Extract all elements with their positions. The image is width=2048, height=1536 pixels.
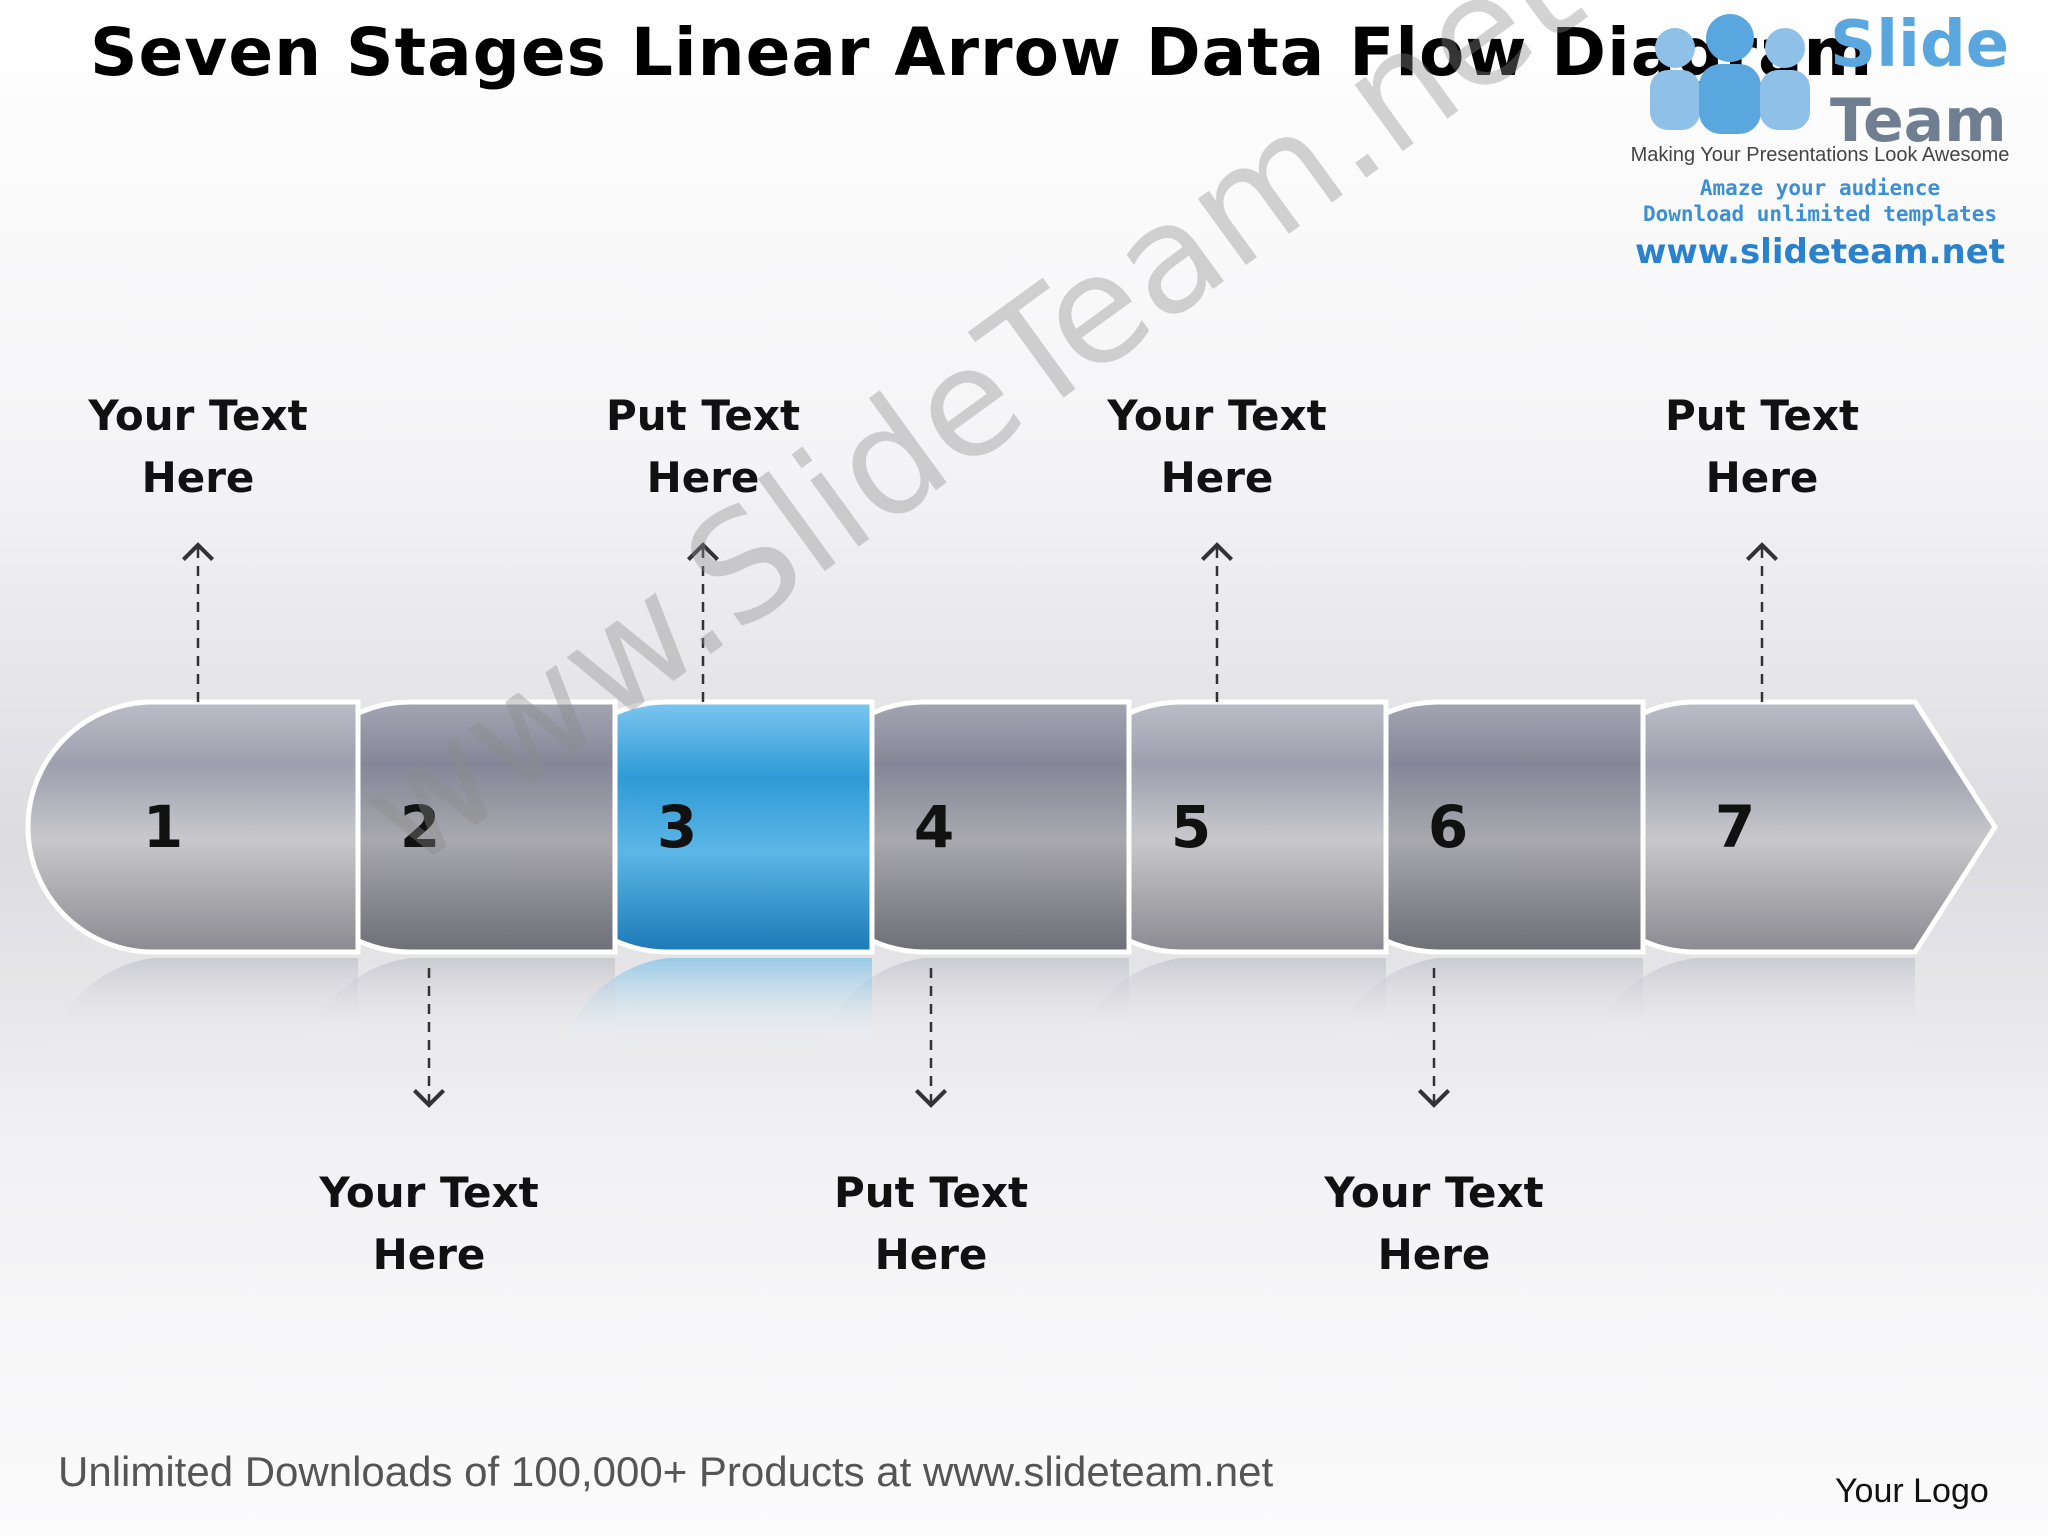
stage-label-line: Here <box>1705 453 1819 502</box>
stage-label-line: Your Text <box>1107 391 1327 440</box>
logo-word-team: Team <box>1830 86 2007 156</box>
people-icon <box>1650 14 1810 134</box>
stage-label-line: Here <box>646 453 760 502</box>
stage-number-7: 7 <box>1715 793 1755 861</box>
stage-reflection-3 <box>562 958 872 1052</box>
stage-number-4: 4 <box>914 793 954 861</box>
stage-segment-1 <box>25 699 361 955</box>
logo-tagline: Making Your Presentations Look Awesome <box>1630 144 2010 166</box>
stage-label-line: Put Text <box>605 391 801 440</box>
stage-label-line: Here <box>1377 1230 1491 1279</box>
stage-label-line: Here <box>1160 453 1274 502</box>
stage-number-3: 3 <box>657 793 697 861</box>
logo-word-slide: Slide <box>1830 8 2010 82</box>
logo-promo-line: Amaze your audience <box>1699 176 1941 200</box>
stage-number-2: 2 <box>400 793 440 861</box>
stage-label-line: Here <box>372 1230 486 1279</box>
slideteam-logo: Slide Team Making Your Presentations Loo… <box>1615 8 2025 272</box>
logo-promo-line: Download unlimited templates <box>1642 202 1997 226</box>
stage-label-line: Here <box>141 453 255 502</box>
logo-url: www.slideteam.net <box>1634 232 2006 272</box>
stage-reflection-7 <box>1590 958 1915 1052</box>
stage-number-1: 1 <box>143 793 183 861</box>
footer-text: Unlimited Downloads of 100,000+ Products… <box>58 1448 1274 1495</box>
stage-label-line: Your Text <box>1324 1168 1544 1217</box>
stage-label-line: Your Text <box>88 391 308 440</box>
stage-number-5: 5 <box>1171 793 1211 861</box>
stage-reflection-5 <box>1076 958 1386 1052</box>
stage-label-line: Here <box>874 1230 988 1279</box>
stage-reflection-4 <box>819 958 1129 1052</box>
stage-reflection-6 <box>1333 958 1643 1052</box>
your-logo-placeholder: Your Logo <box>1835 1472 1989 1510</box>
stage-reflection-2 <box>305 958 615 1052</box>
stage-label-line: Put Text <box>1664 391 1860 440</box>
stage-reflection-1 <box>48 958 358 1052</box>
page-title: Seven Stages Linear Arrow Data Flow Diag… <box>90 14 1874 91</box>
stage-label-line: Your Text <box>319 1168 539 1217</box>
stage-label-line: Put Text <box>833 1168 1029 1217</box>
stage-number-6: 6 <box>1428 793 1468 861</box>
